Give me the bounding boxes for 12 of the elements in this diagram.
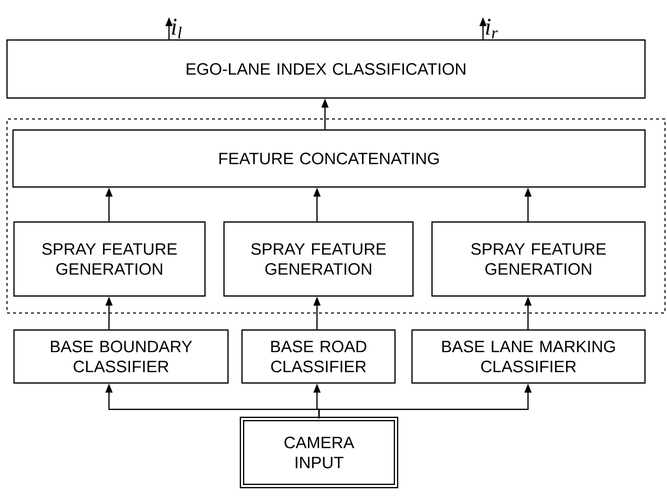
input-box: CAMERA INPUT bbox=[240, 416, 398, 488]
dashed-group-box bbox=[6, 118, 666, 314]
output-label: i$_{r}$ bbox=[486, 18, 498, 38]
process-box: EGO-LANE INDEX CLASSIFICATION bbox=[6, 39, 646, 99]
classifier-box: BASE BOUNDARY CLASSIFIER bbox=[13, 329, 229, 384]
process-box: SPRAY FEATURE GENERATION bbox=[223, 221, 414, 297]
classifier-box: BASE ROAD CLASSIFIER bbox=[241, 329, 396, 384]
process-box: FEATURE CONCATENATING bbox=[12, 129, 646, 188]
classifier-box: BASE LANE MARKING CLASSIFIER bbox=[411, 329, 646, 384]
output-label: i$_{l}$ bbox=[172, 18, 182, 38]
process-box: SPRAY FEATURE GENERATION bbox=[13, 221, 206, 297]
process-box: SPRAY FEATURE GENERATION bbox=[431, 221, 646, 297]
